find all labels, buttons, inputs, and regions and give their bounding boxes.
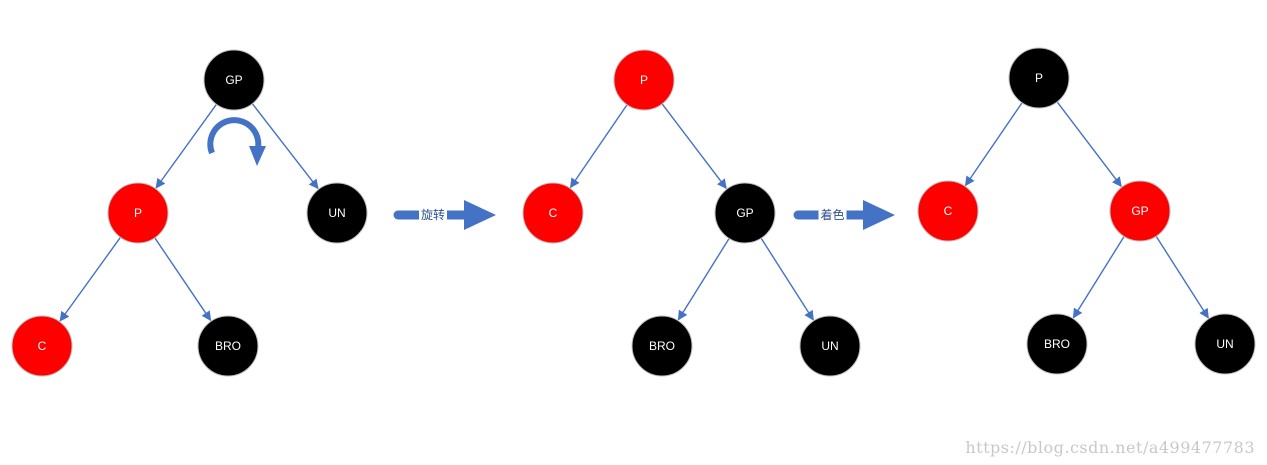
- tree2-node-c-circle: [522, 182, 584, 244]
- watermark-text: https://blog.csdn.net/a499477783: [965, 438, 1255, 457]
- tree3-node-bro-circle: [1026, 313, 1088, 375]
- tree2-node-bro: BRO: [631, 315, 693, 377]
- tree3-edge-gp-to-bro: [1072, 234, 1126, 319]
- tree1-edge-gp-to-un: [250, 101, 319, 190]
- tree3-node-c: C: [917, 180, 979, 242]
- tree3-node-p: P: [1008, 47, 1070, 109]
- tree2-node-bro-label: BRO: [649, 339, 675, 353]
- tree3-node-bro: BRO: [1026, 313, 1088, 375]
- tree-nodes: GP P UN C BRO P C GP BRO UN P C GP BRO UN: [11, 47, 1256, 377]
- tree-edges: [59, 99, 1209, 322]
- tree3-node-c-label: C: [944, 204, 953, 218]
- tree3-edge-p-to-c: [964, 100, 1024, 187]
- tree1-node-bro: BRO: [197, 315, 259, 377]
- tree2-node-p: P: [613, 49, 675, 111]
- tree3-node-c-circle: [917, 180, 979, 242]
- tree2-node-p-circle: [613, 49, 675, 111]
- transition-arrow-1-head: [464, 200, 496, 230]
- transition-arrow-1-label-bg: [419, 207, 447, 223]
- tree2-node-gp-label: GP: [736, 206, 753, 220]
- tree2-node-un-label: UN: [821, 339, 838, 353]
- tree1-edge-gp-to-p: [155, 102, 219, 189]
- clockwise-rotation-icon: [207, 117, 266, 166]
- tree3-node-p-label: P: [1035, 71, 1043, 85]
- tree2-node-un: UN: [799, 315, 861, 377]
- transition-arrow-1-label: 旋转: [421, 207, 445, 222]
- tree3-node-gp-label: GP: [1131, 204, 1148, 218]
- tree3-node-un-circle: [1194, 313, 1256, 375]
- tree3-node-gp-circle: [1109, 180, 1171, 242]
- tree1-node-un: UN: [306, 182, 368, 244]
- tree1-node-c: C: [11, 315, 73, 377]
- tree3-node-p-circle: [1008, 47, 1070, 109]
- tree1-node-gp: GP: [203, 49, 265, 111]
- tree2-node-un-circle: [799, 315, 861, 377]
- tree1-node-p-label: P: [134, 206, 142, 220]
- tree1-node-c-label: C: [38, 339, 47, 353]
- tree2-node-gp-circle: [714, 182, 776, 244]
- tree3-node-un: UN: [1194, 313, 1256, 375]
- tree1-node-p-circle: [107, 182, 169, 244]
- tree1-node-un-label: UN: [328, 206, 345, 220]
- tree3-node-bro-label: BRO: [1044, 337, 1070, 351]
- tree2-node-c-label: C: [549, 206, 558, 220]
- tree2-edge-p-to-gp: [660, 101, 727, 190]
- transition-arrow-2: 着色: [793, 200, 895, 230]
- tree2-edge-gp-to-bro: [677, 236, 731, 321]
- tree2-node-c: C: [522, 182, 584, 244]
- transition-arrows: 旋转 着色: [393, 200, 895, 230]
- tree1-node-gp-label: GP: [225, 73, 242, 87]
- transition-arrow-2-head: [863, 200, 895, 230]
- tree2-node-gp: GP: [714, 182, 776, 244]
- transition-arrow-2-label: 着色: [820, 207, 844, 222]
- transition-arrow-1: 旋转: [393, 200, 496, 230]
- tree2-edge-gp-to-un: [759, 236, 814, 321]
- tree2-edge-p-to-c: [569, 102, 629, 189]
- transition-arrow-2-label-bg: [818, 207, 847, 223]
- tree1-edge-p-to-bro: [153, 235, 212, 322]
- tree1-node-p: P: [107, 182, 169, 244]
- tree2-node-bro-circle: [631, 315, 693, 377]
- tree3-node-gp: GP: [1109, 180, 1171, 242]
- tree3-edge-gp-to-un: [1154, 234, 1209, 319]
- tree2-node-p-label: P: [640, 73, 648, 87]
- tree3-edge-p-to-gp: [1055, 99, 1122, 188]
- tree3-node-un-label: UN: [1216, 337, 1233, 351]
- tree1-edge-p-to-c: [59, 235, 123, 322]
- tree1-node-un-circle: [306, 182, 368, 244]
- tree1-node-bro-label: BRO: [215, 339, 241, 353]
- tree1-node-bro-circle: [197, 315, 259, 377]
- tree1-node-gp-circle: [203, 49, 265, 111]
- tree1-node-c-circle: [11, 315, 73, 377]
